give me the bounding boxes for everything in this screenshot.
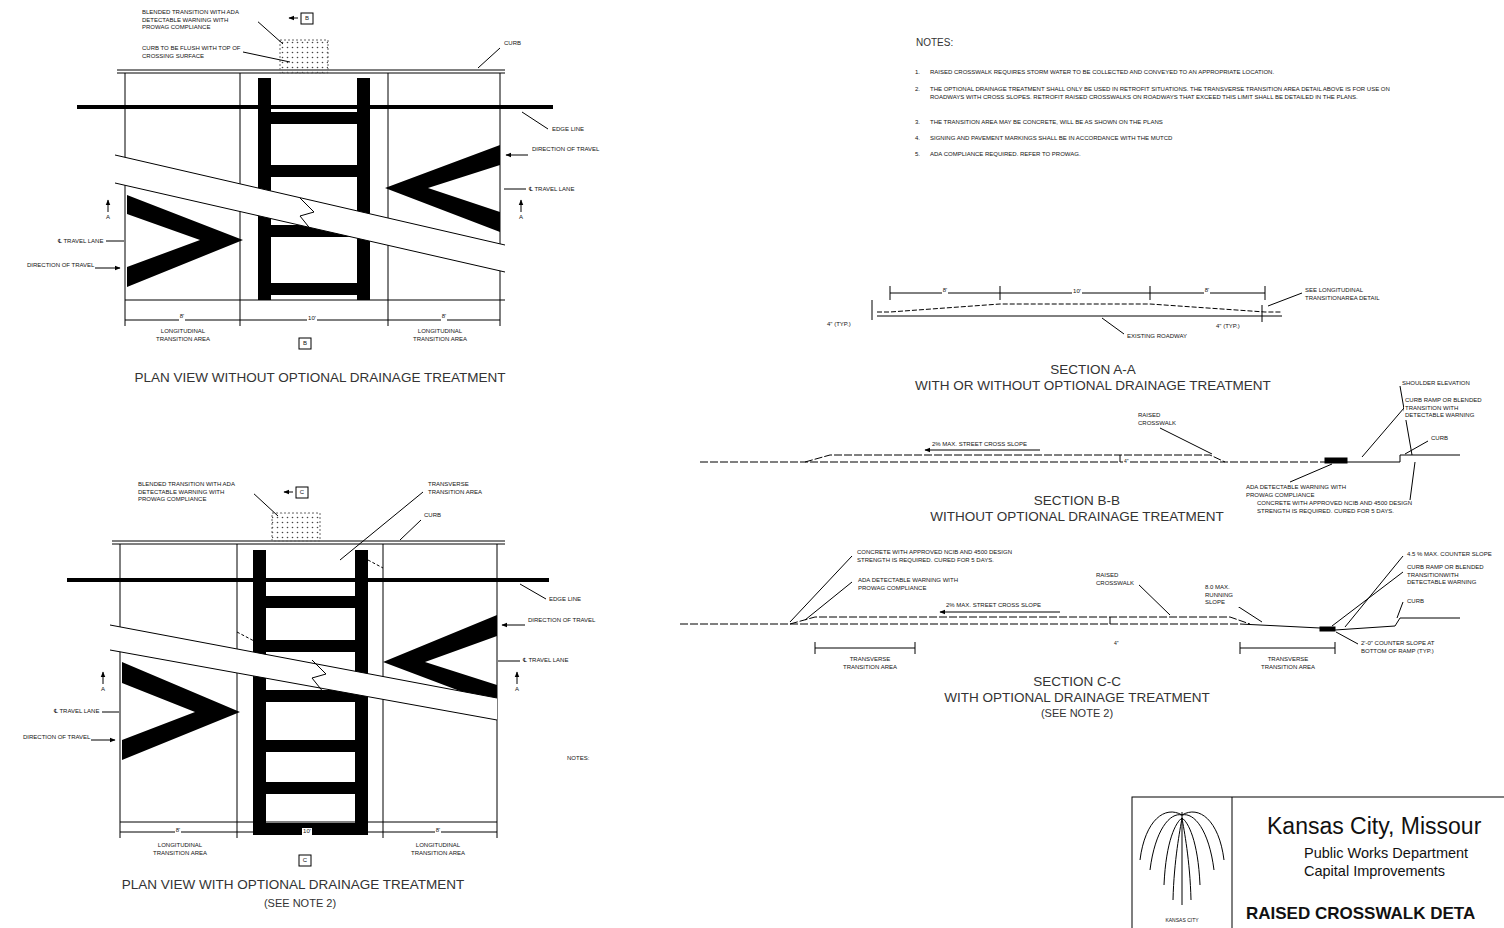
drawing-label: A	[100, 686, 106, 694]
drawing-label: BLENDED TRANSITION WITH ADA DETECTABLE W…	[141, 9, 258, 32]
title-block	[1132, 797, 1504, 928]
drawing-label: TRANSVERSE TRANSITION AREA	[427, 481, 499, 496]
drawing-label: 8'	[175, 827, 181, 835]
drawing-label: DIRECTION OF TRAVEL	[22, 734, 91, 742]
drawing-label: SECTION C-C	[1032, 674, 1122, 691]
drawing-label: EXISTING ROADWAY	[1126, 333, 1188, 341]
drawing-label: SECTION B-B	[1033, 493, 1121, 510]
drawing-label: C	[302, 857, 308, 865]
drawing-label: (SEE NOTE 2)	[263, 897, 337, 911]
drawing-label: CONCRETE WITH APPROVED NCIB AND 4500 DES…	[856, 549, 1018, 564]
drawing-label: PLAN VIEW WITHOUT OPTIONAL DRAINAGE TREA…	[134, 370, 507, 387]
plan-view-top	[77, 13, 553, 349]
drawing-label: SIGNING AND PAVEMENT MARKINGS SHALL BE I…	[929, 135, 1391, 143]
drawing-label: A	[105, 214, 111, 222]
drawing-label: 2.	[914, 86, 921, 94]
drawing-label: RAISED CROSSWALK REQUIRES STORM WATER TO…	[929, 69, 1391, 77]
drawing-label: 4"	[1123, 458, 1130, 464]
drawing-label: CURB	[423, 512, 442, 520]
drawing-label: CURB RAMP OR BLENDED TRANSITIONWITH DETE…	[1406, 564, 1498, 587]
drawing-label: 4.	[914, 135, 921, 143]
drawing-label: B	[304, 15, 310, 23]
drawing-label: B	[302, 340, 308, 348]
drawing-label: CURB	[503, 40, 522, 48]
drawing-label: 8'	[179, 313, 185, 321]
drawing-label: THE OPTIONAL DRAINAGE TREATMENT SHALL ON…	[929, 86, 1391, 101]
drawing-label: 8'	[441, 313, 447, 321]
drawing-label: A	[514, 686, 520, 694]
drawing-label: CURB RAMP OR BLENDED TRANSITION WITH DET…	[1404, 397, 1496, 420]
plan-view-bottom	[67, 487, 549, 866]
drawing-label: 8.0 MAX. RUNNING SLOPE	[1204, 584, 1248, 607]
drawing-label: EDGE LINE	[548, 596, 582, 604]
drawing-label: BLENDED TRANSITION WITH ADA DETECTABLE W…	[137, 481, 254, 504]
drawing-label: NOTES:	[566, 755, 590, 763]
drawing-label: ℄ TRAVEL LANE	[53, 708, 100, 716]
drawing-label: 3.	[914, 119, 921, 127]
drawing-label: 8'	[942, 287, 948, 295]
drawing-label: CURB	[1406, 598, 1425, 606]
drawing-label: SECTION A-A	[1049, 362, 1137, 379]
drawing-label: 10'	[307, 315, 317, 323]
drawing-label: 2'-0" COUNTER SLOPE AT BOTTOM OF RAMP (T…	[1360, 640, 1452, 655]
drawing-label: KANSAS CITY	[1164, 917, 1199, 923]
drawing-label: DIRECTION OF TRAVEL	[531, 146, 600, 154]
drawing-label: 2% MAX. STREET CROSS SLOPE	[945, 602, 1042, 610]
drawing-label: EDGE LINE	[551, 126, 585, 134]
drawing-label: TRANSVERSE TRANSITION AREA	[839, 656, 901, 671]
drawing-label: ADA COMPLIANCE REQUIRED. REFER TO PROWAG…	[929, 151, 1391, 159]
drawing-label: Capital Improvements	[1303, 862, 1446, 880]
drawing-label: LONGITUDINAL TRANSITION AREA	[150, 842, 210, 857]
drawing-label: 4" (TYP.)	[1215, 323, 1241, 331]
sheet-title: RAISED CROSSWALK DETA	[1245, 903, 1476, 924]
drawing-label: Kansas City, Missour	[1266, 812, 1482, 841]
drawing-label: DIRECTION OF TRAVEL	[527, 617, 596, 625]
drawing-label: NOTES:	[915, 37, 954, 50]
drawing-label: LONGITUDINAL TRANSITION AREA	[408, 842, 468, 857]
drawing-label: 8'	[435, 827, 441, 835]
drawing-label: SHOULDER ELEVATION	[1401, 380, 1471, 388]
drawing-label: ℄ TRAVEL LANE	[528, 186, 575, 194]
drawing-label: THE TRANSITION AREA MAY BE CONCRETE, WIL…	[929, 119, 1391, 127]
drawing-label: PLAN VIEW WITH OPTIONAL DRAINAGE TREATME…	[121, 877, 466, 894]
section-c-c	[680, 556, 1460, 654]
drawing-label: 4" (TYP.)	[826, 321, 852, 329]
drawing-label: 5.	[914, 151, 921, 159]
section-b-b	[700, 386, 1460, 500]
section-a-a	[872, 286, 1302, 334]
drawing-label: 2% MAX. STREET CROSS SLOPE	[931, 441, 1028, 449]
drawing-label: RAISED CROSSWALK	[1137, 412, 1181, 427]
drawing-label: 10'	[302, 828, 312, 836]
drawing-label: 4.5 % MAX. COUNTER SLOPE	[1406, 551, 1493, 559]
drawing-label: WITH OR WITHOUT OPTIONAL DRAINAGE TREATM…	[914, 378, 1272, 395]
drawing-label: LONGITUDINAL TRANSITION AREA	[410, 328, 470, 343]
drawing-label: Public Works Department	[1303, 844, 1469, 862]
drawing-label: TRANSVERSE TRANSITION AREA	[1257, 656, 1319, 671]
drawing-label: WITH OPTIONAL DRAINAGE TREATMENT	[943, 690, 1210, 707]
drawing-label: (SEE NOTE 2)	[1040, 707, 1114, 721]
drawing-label: 8'	[1204, 287, 1210, 295]
drawing-label: ADA DETECTABLE WARNING WITH PROWAG COMPL…	[1245, 484, 1347, 499]
drawing-label: ADA DETECTABLE WARNING WITH PROWAG COMPL…	[857, 577, 959, 592]
drawing-label: ℄ TRAVEL LANE	[57, 238, 104, 246]
drawing-label: DIRECTION OF TRAVEL	[26, 262, 95, 270]
drawing-label: WITHOUT OPTIONAL DRAINAGE TREATMENT	[929, 509, 1225, 526]
drawing-label: CURB	[1430, 435, 1449, 443]
drawing-label: ℄ TRAVEL LANE	[522, 657, 569, 665]
drawing-label: CONCRETE WITH APPROVED NCIB AND 4500 DES…	[1256, 500, 1418, 515]
drawing-label: LONGITUDINAL TRANSITION AREA	[153, 328, 213, 343]
drawing-label: 4"	[1113, 640, 1120, 646]
drawing-label: 10'	[1072, 288, 1082, 296]
drawing-label: A	[518, 214, 524, 222]
drawing-label: CURB TO BE FLUSH WITH TOP OF CROSSING SU…	[141, 45, 243, 60]
drawing-label: 1.	[914, 69, 921, 77]
drawing-label: SEE LONGITUDINAL TRANSITIONAREA DETAIL	[1304, 287, 1401, 302]
drawing-label: RAISED CROSSWALK	[1095, 572, 1139, 587]
drawing-label: C	[299, 489, 305, 497]
